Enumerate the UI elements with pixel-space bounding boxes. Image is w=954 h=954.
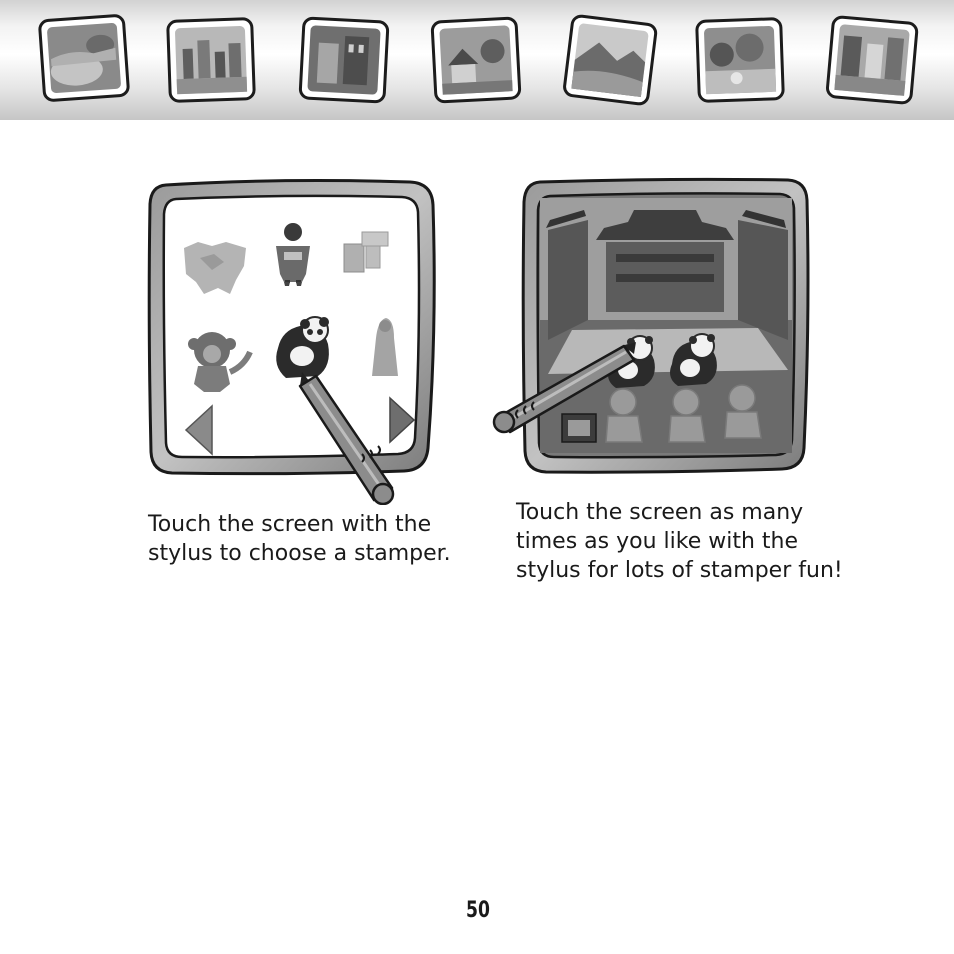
- stamper-thumbnail-icon[interactable]: [561, 413, 597, 443]
- stylus-icon: [492, 342, 636, 434]
- stylus-icon: [298, 372, 395, 505]
- stamped-monkeys: [605, 384, 762, 443]
- stamper-picker-screen: [147, 179, 436, 505]
- previous-page-arrow-icon[interactable]: [184, 404, 213, 456]
- stamped-panda-2: [670, 333, 717, 386]
- castle-thumbnail[interactable]: [296, 14, 392, 106]
- right-step-caption: Touch the screen as many times as you li…: [516, 500, 843, 583]
- panda-stamp[interactable]: [276, 316, 329, 378]
- next-page-arrow-icon[interactable]: [389, 396, 416, 444]
- street-thumbnail[interactable]: [824, 14, 920, 108]
- ruins-stamp[interactable]: [343, 231, 389, 273]
- landscape-thumbnail[interactable]: [562, 14, 658, 108]
- stamped-scene-screen: [492, 177, 810, 474]
- scene-banner: [0, 0, 954, 120]
- left-step-caption: Touch the screen with the stylus to choo…: [148, 512, 451, 566]
- map-stamp[interactable]: [184, 242, 246, 294]
- warrior-stamp[interactable]: [276, 223, 310, 286]
- garden-thumbnail[interactable]: [692, 14, 788, 106]
- statue-stamp[interactable]: [372, 318, 398, 376]
- city-thumbnail[interactable]: [163, 14, 259, 106]
- seascape-thumbnail[interactable]: [36, 12, 132, 104]
- page-number: 50: [466, 898, 490, 923]
- village-thumbnail[interactable]: [428, 14, 524, 106]
- monkey-stamp[interactable]: [188, 332, 253, 392]
